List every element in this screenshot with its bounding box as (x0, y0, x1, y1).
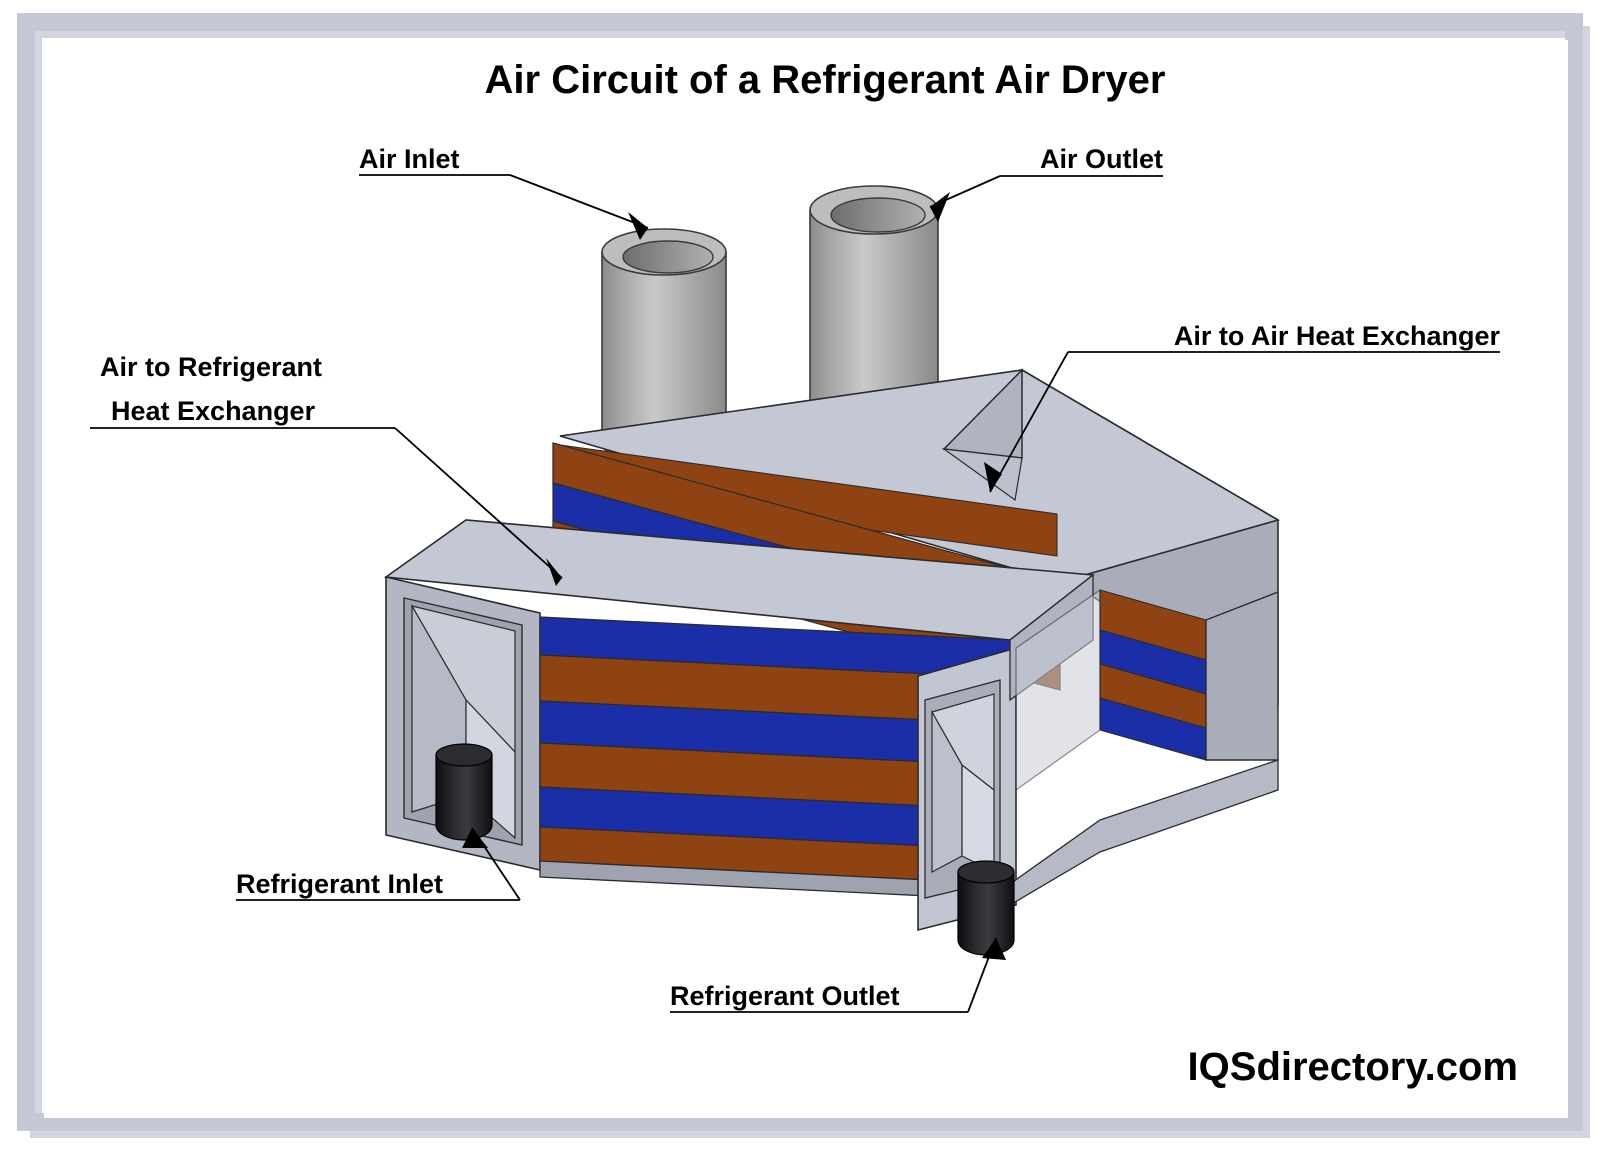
label-air-to-refrigerant-line1: Air to Refrigerant (100, 352, 322, 382)
air-outlet-bore (830, 197, 926, 233)
label-air-inlet: Air Inlet (359, 144, 460, 174)
arrowhead-air-outlet (930, 192, 950, 222)
label-air-outlet: Air Outlet (1040, 144, 1163, 174)
refrigerant-inlet-stub (435, 743, 493, 841)
leader-line-air-to-air (989, 351, 1069, 493)
air-inlet-bore (622, 240, 714, 274)
dryer-assembly (383, 185, 1281, 956)
lower-block-bands (539, 616, 1011, 885)
right-exposed-plate-stack (1099, 589, 1279, 761)
arrowhead-air-to-refrigerant (546, 558, 562, 586)
page-title: Air Circuit of a Refrigerant Air Dryer (485, 58, 1166, 102)
refrigerant-outlet-stub (957, 860, 1015, 956)
arrowhead-refrigerant-inlet (462, 828, 488, 848)
callout-arrowheads (462, 192, 1006, 960)
leader-line-air-to-refrigerant (394, 427, 563, 579)
callout-leaders (90, 174, 1500, 1013)
air-to-refrigerant-heat-exchanger-block (383, 519, 1101, 932)
leader-line-air-inlet (509, 174, 649, 229)
watermark: IQSdirectory.com (1188, 1045, 1518, 1089)
arrowhead-air-inlet (628, 212, 648, 240)
arrowhead-air-to-air (984, 462, 1002, 492)
label-refrigerant-inlet: Refrigerant Inlet (236, 869, 443, 899)
air-outlet-pipe (809, 185, 939, 431)
label-refrigerant-outlet: Refrigerant Outlet (670, 981, 900, 1011)
arrowhead-refrigerant-outlet (982, 938, 1006, 960)
label-air-to-air-heat-exchanger: Air to Air Heat Exchanger (1174, 321, 1501, 351)
air-inlet-pipe (601, 228, 727, 465)
label-air-to-refrigerant-line2: Heat Exchanger (111, 396, 316, 426)
